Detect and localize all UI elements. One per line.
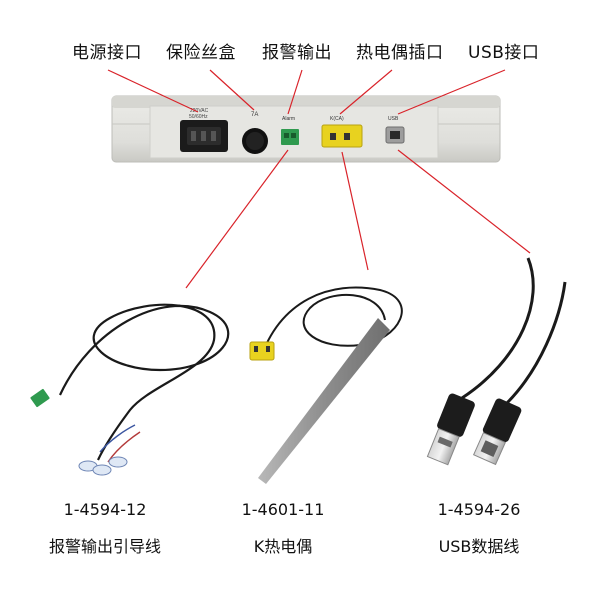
green-terminal-plug	[30, 388, 50, 408]
label-alarm-output: 报警输出	[262, 43, 332, 63]
leader-alarm-cable	[185, 149, 289, 289]
alarm-lead-name: 报警输出引导线	[48, 537, 161, 556]
k-thermocouple-probe	[249, 286, 403, 484]
k-thermocouple-name: K热电偶	[253, 537, 313, 556]
label-power-port: 电源接口	[72, 43, 142, 63]
alarm-lead-wire	[30, 303, 230, 476]
probe-rod	[258, 318, 390, 484]
caption-usb-cable: 1-4594-26 USB数据线	[404, 500, 554, 557]
usb-cable-name: USB数据线	[438, 537, 520, 556]
usb-a-connector	[426, 393, 475, 466]
alarm-terminal-icon	[281, 129, 299, 145]
device-rear-panel: 220VAC 50/60Hz 7A Alarm K(CA) USB	[111, 95, 501, 163]
leader-alarm	[287, 69, 303, 115]
caption-alarm-lead: 1-4594-12 报警输出引导线	[30, 500, 180, 557]
fuse-holder-icon	[242, 128, 268, 154]
top-labels: 电源接口 保险丝盒 报警输出 热电偶插口 USB接口	[0, 38, 600, 68]
usb-port-icon	[385, 126, 405, 144]
voltage-line1-text: 220VAC	[190, 108, 209, 114]
fuse-rating-text: 7A	[251, 112, 258, 118]
leader-usb-cable	[397, 149, 531, 254]
leader-thermocouple	[341, 151, 369, 271]
leader-thermo	[339, 69, 393, 115]
usb-cable-code: 1-4594-26	[437, 500, 521, 519]
thermocouple-socket-icon	[321, 124, 363, 148]
power-inlet-icon	[180, 120, 228, 152]
usb-b-connector	[472, 398, 522, 466]
ring-lug-2	[92, 464, 112, 476]
usb-data-cable	[426, 257, 567, 466]
leader-fuse	[209, 69, 255, 111]
label-usb-port: USB接口	[468, 43, 540, 63]
alarm-lead-code: 1-4594-12	[63, 500, 147, 519]
usb-panel-text: USB	[388, 116, 399, 122]
thermo-panel-text: K(CA)	[330, 116, 344, 122]
leader-power	[107, 69, 199, 113]
k-thermocouple-code: 1-4601-11	[241, 500, 325, 519]
ring-lug-3	[108, 456, 128, 468]
k-plug-yellow	[249, 341, 275, 361]
label-thermocouple-socket: 热电偶插口	[356, 43, 444, 63]
leader-usb	[397, 69, 506, 115]
voltage-line2-text: 50/60Hz	[189, 114, 208, 120]
label-fuse-box: 保险丝盒	[166, 43, 236, 63]
alarm-panel-text: Alarm	[282, 116, 295, 122]
caption-k-thermocouple: 1-4601-11 K热电偶	[208, 500, 358, 557]
leader-lines	[107, 69, 531, 289]
